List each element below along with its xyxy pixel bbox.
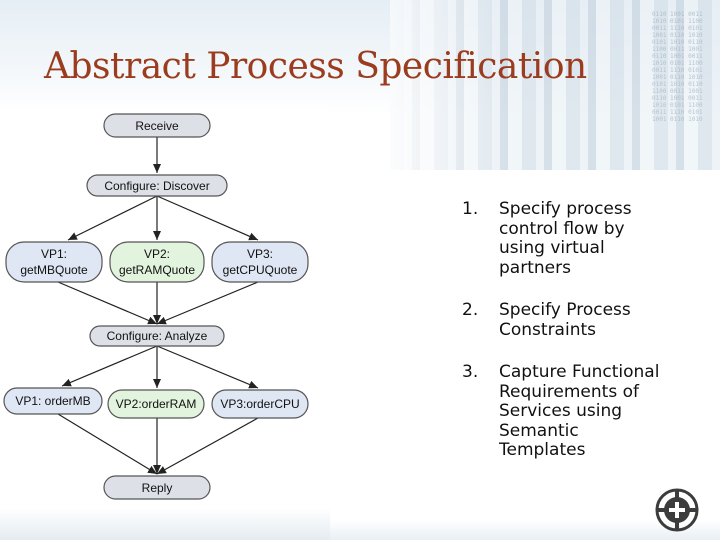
node-vp1-ordermb: VP1: orderMB [3, 387, 103, 415]
node-vp1-getmbquote: VP1: getMBQuote [5, 241, 103, 283]
edge-analyze-order3 [156, 345, 259, 389]
node-configure-analyze: Configure: Analyze [89, 325, 225, 347]
page-title: Abstract Process Specification [44, 46, 587, 87]
node-vp1-line2: getMBQuote [20, 263, 88, 277]
step-text-line: control flow by [499, 218, 625, 239]
node-order1-label: VP1: orderMB [15, 394, 90, 408]
node-vp2-line1: VP2: [144, 247, 170, 261]
step-text-line: Templates [499, 440, 586, 460]
node-order2-label: VP2:orderRAM [116, 397, 197, 411]
step-text-line: Requirements of [499, 381, 639, 402]
footer-band [330, 520, 720, 540]
node-receive-label: Receive [135, 119, 179, 133]
step-text-line: Constraints [499, 319, 596, 340]
node-discover-label: Configure: Discover [104, 179, 209, 193]
node-vp3-ordercpu: VP3:orderCPU [211, 389, 309, 419]
edge-vp1-analyze [57, 281, 158, 325]
process-flow-svg: Receive Configure: Discover VP1: getMBQu… [3, 113, 309, 500]
step-text-line: Semantic [499, 420, 579, 441]
edge-discover-vp3 [156, 195, 259, 241]
step-number: 1. [462, 199, 479, 219]
edge-analyze-order1 [61, 345, 158, 387]
step-item: 2. Specify Process Constraints [462, 300, 702, 340]
node-reply-label: Reply [142, 481, 173, 495]
step-text-line: partners [499, 257, 571, 278]
step-text-line: Capture Functional [499, 362, 660, 382]
node-vp2-line2: getRAMQuote [119, 263, 195, 277]
step-number: 3. [462, 362, 479, 382]
flow-edges [57, 137, 259, 475]
node-reply: Reply [103, 475, 211, 500]
step-item: 1. Specify process control flow by using… [462, 199, 702, 278]
header-decoration: 0110 1001 0011 1010 0101 1100 0011 1110 … [390, 0, 720, 170]
node-vp3-getcpuquote: VP3: getCPUQuote [211, 241, 309, 283]
decorative-text-texture: 0110 1001 0011 1010 0101 1100 0011 1110 … [652, 11, 703, 123]
process-flow-diagram: Receive Configure: Discover VP1: getMBQu… [0, 108, 330, 518]
footer-band-left [0, 508, 330, 540]
edge-order1-reply [57, 413, 158, 475]
node-vp3-line1: VP3: [247, 247, 273, 261]
step-text-line: using virtual [499, 238, 605, 258]
node-vp2-orderram: VP2:orderRAM [107, 389, 205, 419]
node-receive: Receive [103, 113, 211, 138]
node-vp3-line2: getCPUQuote [223, 263, 298, 277]
edge-discover-vp1 [67, 195, 158, 241]
compass-wheel-logo-icon [655, 488, 699, 532]
step-text-line: Services using [499, 401, 623, 421]
steps-list: 1. Specify process control flow by using… [462, 199, 702, 484]
step-text-line: Specify process [499, 199, 632, 219]
node-vp1-line1: VP1: [41, 247, 67, 261]
node-configure-discover: Configure: Discover [86, 174, 228, 197]
step-item: 3. Capture Functional Requirements of Se… [462, 362, 702, 461]
edge-vp3-analyze [156, 281, 259, 325]
step-text-line: Specify Process [499, 300, 631, 320]
node-analyze-label: Configure: Analyze [107, 329, 208, 343]
node-vp2-getramquote: VP2: getRAMQuote [109, 241, 205, 283]
node-order3-label: VP3:orderCPU [220, 397, 299, 411]
edge-order3-reply [156, 417, 259, 475]
step-number: 2. [462, 300, 479, 320]
